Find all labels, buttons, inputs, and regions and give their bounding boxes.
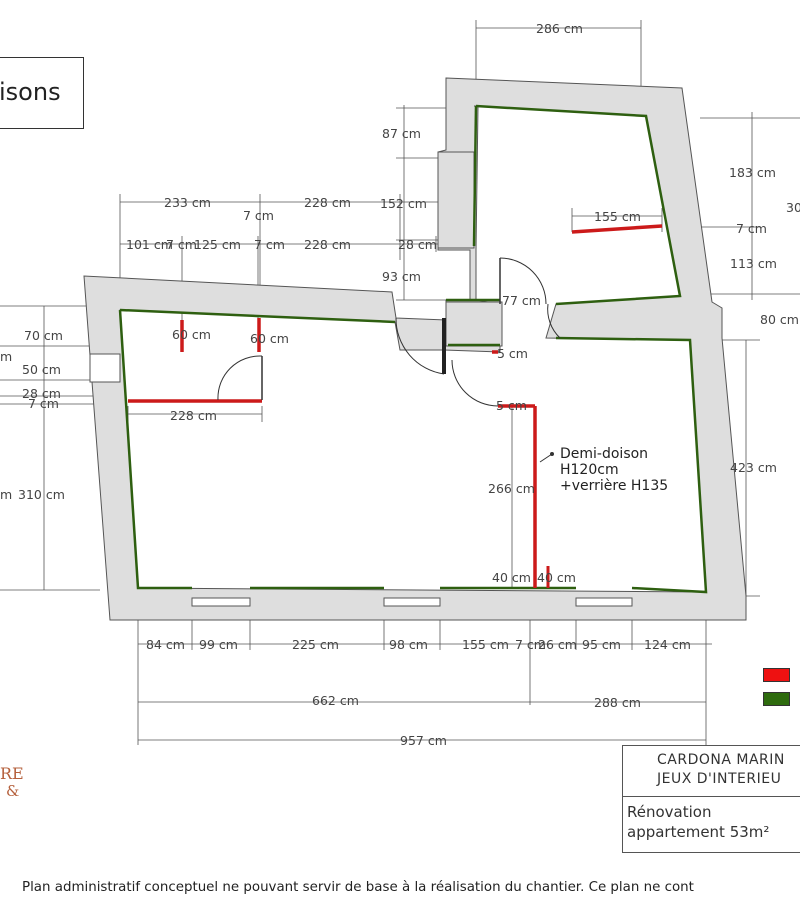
- dim-label: 80 cm: [760, 312, 799, 327]
- dim-label: 423 cm: [730, 460, 777, 475]
- dim-label: 7 cm: [166, 237, 197, 252]
- dim-label: m: [0, 487, 12, 502]
- wall-block-left-top: [437, 151, 475, 249]
- dim-label: 26 cm: [538, 637, 577, 652]
- dim-label: 183 cm: [729, 165, 776, 180]
- dim-label: 60 cm: [172, 327, 211, 342]
- note-leader: [539, 453, 553, 463]
- dim-label: 7 cm: [515, 637, 546, 652]
- dim-label: 286 cm: [536, 21, 583, 36]
- dim-label: 77 cm: [502, 293, 541, 308]
- dim-label: 98 cm: [389, 637, 428, 652]
- windows: [89, 353, 633, 607]
- dim-label: 125 cm: [194, 237, 241, 252]
- disclaimer: Plan administratif conceptuel ne pouvant…: [22, 880, 694, 895]
- dim-label: 113 cm: [730, 256, 777, 271]
- dim-label: 87 cm: [382, 126, 421, 141]
- dim-label: 101 cm: [126, 237, 173, 252]
- dim-label: 28 cm: [22, 386, 61, 401]
- dim-label: 5 cm: [496, 398, 527, 413]
- dim-label: 40 cm: [537, 570, 576, 585]
- dim-label: 152 cm: [380, 196, 427, 211]
- dim-label: 288 cm: [594, 695, 641, 710]
- legend-swatch-red: [763, 668, 790, 682]
- project-type: Rénovation: [627, 803, 712, 821]
- note-leader-dot: [550, 452, 554, 456]
- dim-label: 28 cm: [398, 237, 437, 252]
- dim-label: 124 cm: [644, 637, 691, 652]
- doors: [217, 257, 561, 407]
- dim-label: 60 cm: [250, 331, 289, 346]
- dim-label: 225 cm: [292, 637, 339, 652]
- dim-label: 40 cm: [492, 570, 531, 585]
- dim-label: 7 cm: [28, 396, 59, 411]
- dim-label: 84 cm: [146, 637, 185, 652]
- dim-label: 5 cm: [497, 346, 528, 361]
- dim-label: 30: [786, 200, 800, 215]
- client-company: JEUX D'INTERIEU: [657, 771, 782, 787]
- dim-label: 70 cm: [24, 328, 63, 343]
- dim-label: 7 cm: [254, 237, 285, 252]
- legend-swatch-green: [763, 692, 790, 706]
- existing-walls: [118, 104, 708, 594]
- logo-line-1: RE: [0, 764, 24, 783]
- dim-label: 50 cm: [22, 362, 61, 377]
- dim-label: 93 cm: [382, 269, 421, 284]
- new-partitions: [128, 224, 663, 588]
- dim-label: 228 cm: [304, 195, 351, 210]
- dim-label: 310 cm: [18, 487, 65, 502]
- dim-label: 155 cm: [594, 209, 641, 224]
- dim-label: 7 cm: [243, 208, 274, 223]
- dim-label: 228 cm: [304, 237, 351, 252]
- dim-label: 7 cm: [736, 221, 767, 236]
- partition-note: Demi-doison H120cm +verrière H135: [560, 446, 669, 494]
- page-title: isons: [0, 78, 61, 106]
- project-description: appartement 53m²: [627, 823, 770, 841]
- dim-label: 99 cm: [199, 637, 238, 652]
- dim-label: 266 cm: [488, 481, 535, 496]
- dim-label: m: [0, 349, 12, 364]
- dim-label: 95 cm: [582, 637, 621, 652]
- dim-label: 233 cm: [164, 195, 211, 210]
- client-name: CARDONA MARIN: [657, 752, 785, 768]
- dimension-labels: 286 cm 87 cm 183 cm 30 233 cm 7 cm 228 c…: [0, 21, 800, 748]
- dim-label: 957 cm: [400, 733, 447, 748]
- wall-block-center: [445, 301, 503, 347]
- logo-line-2: &: [6, 782, 20, 800]
- dim-label: 662 cm: [312, 693, 359, 708]
- title-box: isons: [0, 57, 84, 129]
- logo: RE &: [0, 764, 40, 804]
- client-box: CARDONA MARIN JEUX D'INTERIEU: [622, 745, 800, 797]
- dim-label: 228 cm: [170, 408, 217, 423]
- project-box: Rénovation appartement 53m²: [622, 797, 800, 853]
- dim-label: 155 cm: [462, 637, 509, 652]
